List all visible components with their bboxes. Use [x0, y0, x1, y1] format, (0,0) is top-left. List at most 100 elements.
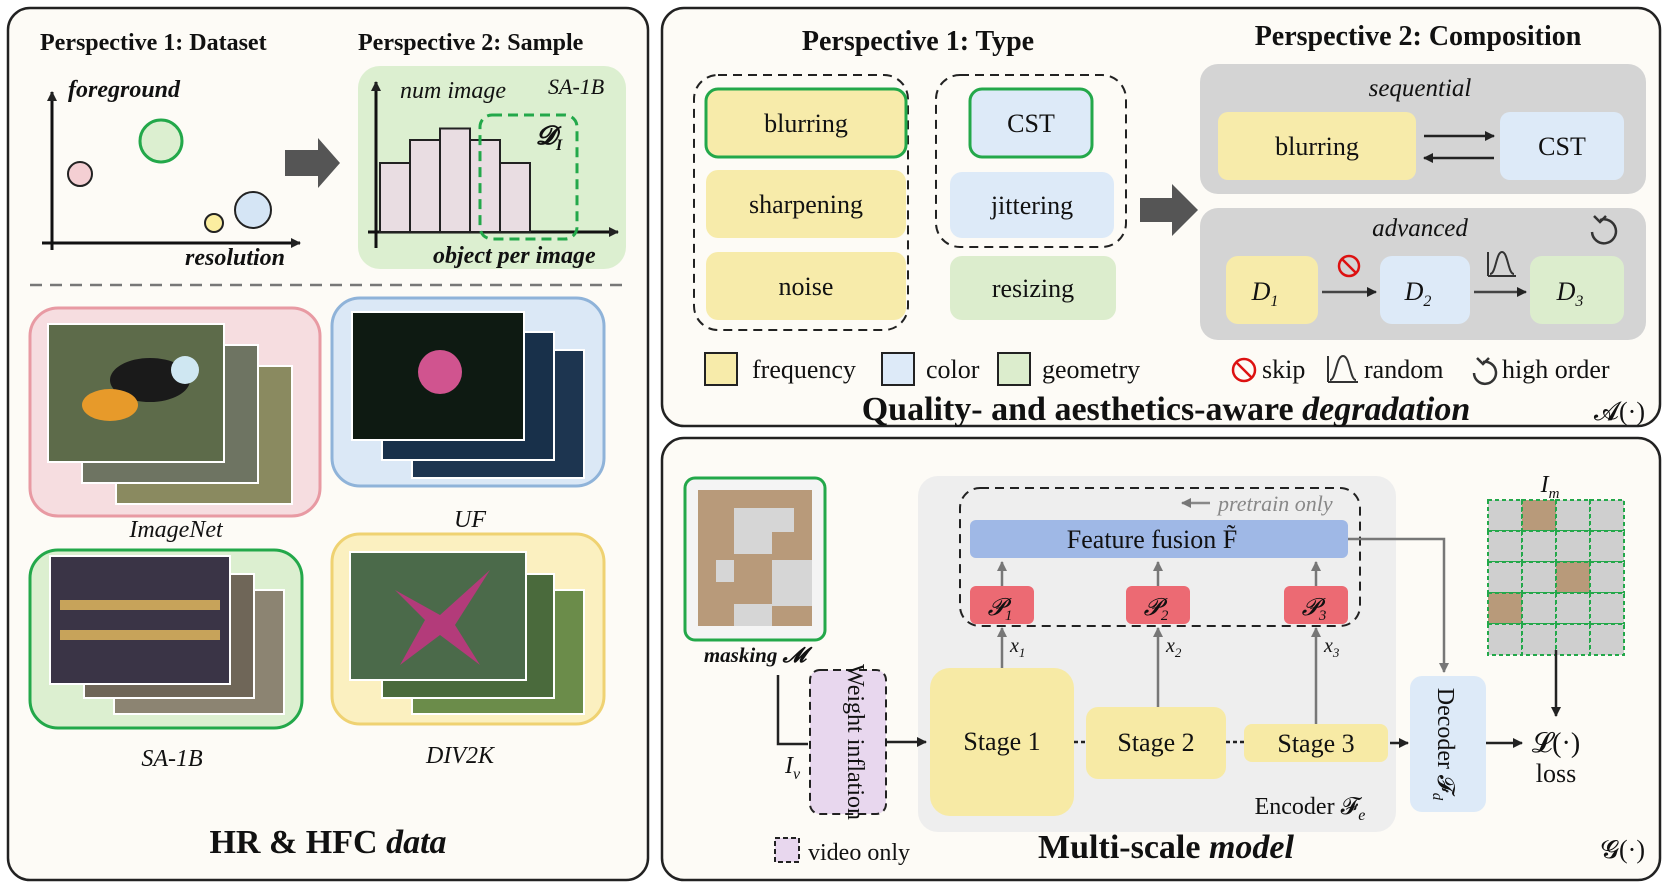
- mask-cell: [1555, 561, 1591, 594]
- sample-perspective-title: Perspective 2: Sample: [358, 30, 584, 56]
- mask-cell: [1555, 623, 1591, 656]
- resizing-box: [950, 256, 1116, 320]
- mask-grid: [1487, 499, 1625, 656]
- im-label: Im: [1540, 472, 1560, 502]
- fusion-to-decoder-arrow: [1348, 537, 1449, 673]
- loss-symbol: 𝓛(·): [1532, 728, 1580, 759]
- mask-cell: [1555, 499, 1591, 532]
- feature-fusion-label: Feature fusion F̃: [1067, 525, 1237, 554]
- mask-cell: [1521, 592, 1557, 625]
- mask-cell: [1589, 561, 1625, 594]
- toucan-head: [171, 356, 199, 384]
- perspective-arrow: [285, 138, 340, 188]
- loss-label: loss: [1536, 759, 1576, 788]
- dataset-scatter-plot: foreground resolution: [42, 77, 301, 271]
- noise-label: noise: [779, 272, 834, 301]
- masking-label: masking 𝓜: [704, 643, 813, 667]
- mask-patch-3: [716, 560, 734, 582]
- histogram-bar: [379, 162, 411, 233]
- mask-cell: [1521, 499, 1557, 532]
- hist-dataset-label: SA-1B: [548, 74, 604, 99]
- d2-box: [1380, 256, 1470, 324]
- mask-cell: [1521, 623, 1557, 656]
- advanced-title: advanced: [1372, 215, 1468, 242]
- p3-box: [1284, 586, 1348, 624]
- stage3-box: [1244, 724, 1388, 762]
- legend-high-order-icon: [1472, 357, 1498, 386]
- iv-label: Iv: [784, 753, 801, 783]
- hist-x-label: object per image: [433, 243, 596, 269]
- legend-random-icon: [1327, 354, 1358, 383]
- legend-skip-icon: [1231, 357, 1257, 383]
- starfish-shape: [395, 570, 490, 665]
- hist-y-label: num image: [400, 78, 506, 104]
- legend-skip-label: skip: [1262, 355, 1305, 384]
- uf-card: UF: [330, 296, 606, 533]
- d2-label: D2: [1404, 277, 1432, 310]
- y-axis-label: foreground: [68, 77, 181, 103]
- sequential-cst-box: [1500, 112, 1624, 180]
- video-only-swatch: [774, 837, 800, 863]
- weight-inflation-label: Weight inflation: [842, 664, 868, 820]
- x1-label: x1: [1009, 635, 1025, 660]
- sa1b-bubble: [138, 118, 184, 164]
- high-order-icon: [1590, 215, 1618, 245]
- legend-frequency-label: frequency: [752, 355, 856, 384]
- sharpening-label: sharpening: [749, 190, 863, 219]
- mall-floor-2: [60, 630, 220, 640]
- sequential-blurring-box: [1218, 112, 1416, 180]
- sequential-blurring-label: blurring: [1275, 132, 1359, 161]
- blurring-label: blurring: [764, 109, 848, 138]
- sa1b-card: SA-1B: [28, 548, 304, 772]
- dataset-perspective-title: Perspective 1: Dataset: [40, 30, 267, 56]
- legend-color-label: color: [926, 355, 980, 384]
- mask-cell: [1589, 499, 1625, 532]
- legend-geometry-label: geometry: [1042, 355, 1140, 384]
- toucan-shape: [110, 358, 190, 402]
- mask-cell: [1487, 530, 1523, 563]
- papaya-shape: [82, 389, 138, 421]
- d1-label: D1: [1251, 277, 1279, 310]
- mask-patch-5: [734, 604, 772, 626]
- d3-label: D3: [1556, 277, 1584, 310]
- color-group: [935, 74, 1127, 248]
- mask-patch-2: [772, 508, 794, 532]
- mask-cell: [1589, 592, 1625, 625]
- imagenet-card: ImageNet: [28, 306, 322, 543]
- mask-cell: [1487, 592, 1523, 625]
- div2k-bubble: [204, 213, 224, 233]
- histogram-bar: [499, 162, 531, 233]
- jittering-label: jittering: [990, 191, 1073, 220]
- imagenet-label: ImageNet: [128, 517, 224, 543]
- mask-patch-1: [734, 508, 772, 554]
- flower-shape: [418, 350, 462, 394]
- imagenet-bubble: [67, 161, 93, 187]
- mask-cell: [1521, 530, 1557, 563]
- mall-floor-1: [60, 600, 220, 610]
- model-panel-footer: Multi-scale model: [1038, 829, 1294, 866]
- skip-icon: [1337, 254, 1361, 278]
- legend-frequency-swatch: [704, 352, 738, 386]
- x3-label: x3: [1323, 635, 1340, 660]
- div2k-label: DIV2K: [425, 743, 496, 769]
- data-panel-footer: HR & HFC data: [209, 824, 446, 861]
- blurring-box: [704, 87, 908, 159]
- input-path: [776, 675, 808, 746]
- degradation-panel-footer: Quality- and aesthetics-aware degradatio…: [862, 391, 1471, 428]
- frequency-group: [693, 74, 909, 331]
- model-symbol: 𝓖(·): [1601, 835, 1645, 864]
- sa1b-label: SA-1B: [141, 746, 203, 772]
- mask-cell: [1487, 623, 1523, 656]
- x2-label: x2: [1165, 635, 1182, 660]
- resizing-label: resizing: [992, 274, 1074, 303]
- uf-bubble: [234, 191, 272, 229]
- jittering-box: [950, 172, 1114, 238]
- p1-box: [970, 586, 1034, 624]
- pretrain-only-region: [959, 487, 1361, 627]
- composition-perspective-title: Perspective 2: Composition: [1255, 21, 1582, 52]
- d1-box: [1226, 256, 1318, 324]
- decoder-box: [1410, 676, 1486, 812]
- sequential-cst-label: CST: [1538, 132, 1586, 161]
- encoder-label: Encoder 𝓕e: [1255, 794, 1366, 824]
